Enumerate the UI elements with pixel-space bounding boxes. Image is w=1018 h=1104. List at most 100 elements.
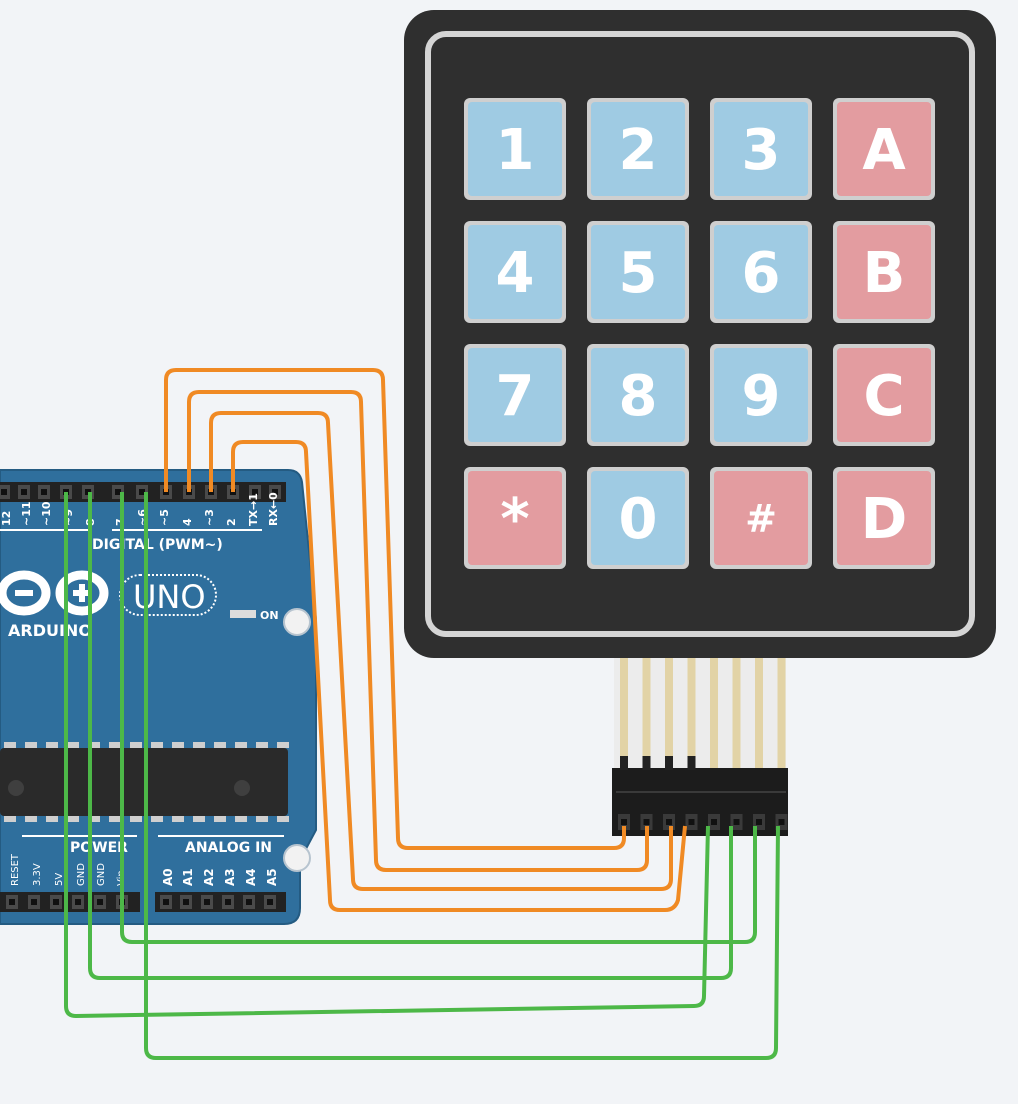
- key-hash[interactable]: #: [710, 467, 812, 569]
- chip-pin: [193, 742, 205, 748]
- key-face: [714, 225, 808, 319]
- socket-hole: [778, 819, 785, 825]
- key-face: [837, 102, 931, 196]
- keypad-bezel: [425, 31, 975, 637]
- wire-orange-row4[interactable]: [231, 440, 687, 912]
- key-face: [837, 225, 931, 319]
- key-C[interactable]: C: [833, 344, 935, 446]
- analog-pin-label: A0: [161, 868, 175, 886]
- socket-hole: [183, 899, 189, 905]
- socket-hole: [643, 819, 650, 825]
- wire-green-col4[interactable]: [144, 492, 780, 1060]
- key-label: B: [863, 241, 906, 306]
- socket-hole: [75, 899, 81, 905]
- ribbon-trace: [665, 656, 673, 768]
- key-8[interactable]: 8: [587, 344, 689, 446]
- key-star[interactable]: *: [464, 467, 566, 569]
- green-wires[interactable]: [64, 492, 780, 1060]
- socket-hole: [53, 899, 59, 905]
- key-face: [714, 471, 808, 565]
- chip-pin: [130, 742, 142, 748]
- key-A[interactable]: A: [833, 98, 935, 200]
- socket-hole: [621, 819, 627, 825]
- ribbon-trace: [777, 656, 786, 768]
- digital-pin-label: 2: [225, 518, 238, 526]
- on-led-label: ON: [260, 609, 279, 622]
- power-pin-label: 5V: [54, 873, 65, 886]
- chip-pin: [4, 816, 16, 822]
- chip-pin: [193, 816, 205, 822]
- key-0[interactable]: 0: [587, 467, 689, 569]
- chip-pin: [67, 816, 79, 822]
- arduino-brand-text: ARDUINO: [8, 621, 92, 640]
- wire-green-col1[interactable]: [64, 492, 710, 1018]
- digital-header-sockets: [0, 485, 281, 499]
- ribbon-trace: [732, 656, 741, 768]
- chip-pin: [235, 816, 247, 822]
- key-label: 3: [742, 118, 781, 183]
- wire-green-col3[interactable]: [120, 492, 757, 944]
- key-face: [591, 348, 685, 442]
- key-D[interactable]: D: [833, 467, 935, 569]
- key-label: 9: [742, 364, 781, 429]
- key-face: [468, 471, 562, 565]
- chip-pin: [256, 816, 268, 822]
- key-9[interactable]: 9: [710, 344, 812, 446]
- chip-pin: [130, 816, 142, 822]
- digital-pin-label: ~9: [62, 509, 75, 526]
- key-4[interactable]: 4: [464, 221, 566, 323]
- socket-hole: [21, 489, 27, 495]
- key-6[interactable]: 6: [710, 221, 812, 323]
- keypad-ribbon-cable: [614, 656, 786, 768]
- wire-orange-row1[interactable]: [164, 368, 626, 850]
- chip-pin: [88, 742, 100, 748]
- power-pin-label: 3.3V: [32, 863, 43, 886]
- power-pin-label: GND: [96, 863, 107, 886]
- ribbon-trace: [687, 656, 696, 768]
- bottom-header-sockets: [6, 895, 276, 909]
- digital-pin-label: TX→1: [247, 493, 260, 526]
- socket-hole: [252, 489, 258, 495]
- orange-wires[interactable]: [164, 368, 687, 912]
- ribbon-trace: [620, 656, 628, 768]
- ribbon-trace: [755, 656, 763, 768]
- key-face: [714, 102, 808, 196]
- connector-pin: [665, 756, 673, 770]
- wire-green-col2[interactable]: [88, 492, 733, 980]
- key-2[interactable]: 2: [587, 98, 689, 200]
- socket-hole: [31, 899, 37, 905]
- chip-dot: [8, 780, 24, 796]
- wire-orange-row3[interactable]: [209, 411, 673, 891]
- digital-label: DIGITAL (PWM~): [92, 537, 223, 553]
- socket-hole: [163, 899, 169, 905]
- key-5[interactable]: 5: [587, 221, 689, 323]
- power-pin-label: GND: [76, 863, 87, 886]
- key-face: [837, 471, 931, 565]
- key-label: #: [745, 497, 777, 541]
- chip-pin: [46, 742, 58, 748]
- chip-pin: [172, 816, 184, 822]
- key-label: A: [862, 118, 906, 183]
- chip-pin: [235, 742, 247, 748]
- digital-pin-label: ~10: [40, 501, 53, 526]
- wire-orange-row2[interactable]: [187, 390, 649, 872]
- key-3[interactable]: 3: [710, 98, 812, 200]
- socket-hole: [225, 899, 231, 905]
- digital-pin-label: ~5: [158, 509, 171, 526]
- socket-hole: [756, 819, 762, 825]
- key-face: [468, 348, 562, 442]
- key-B[interactable]: B: [833, 221, 935, 323]
- connector-sockets: [618, 756, 788, 830]
- digital-pin-label: 4: [181, 518, 194, 526]
- socket-hole: [97, 899, 103, 905]
- connector-pin: [642, 756, 651, 770]
- key-face: [714, 348, 808, 442]
- key-label: 8: [619, 364, 658, 429]
- key-1[interactable]: 1: [464, 98, 566, 200]
- socket-hole: [666, 819, 672, 825]
- key-7[interactable]: 7: [464, 344, 566, 446]
